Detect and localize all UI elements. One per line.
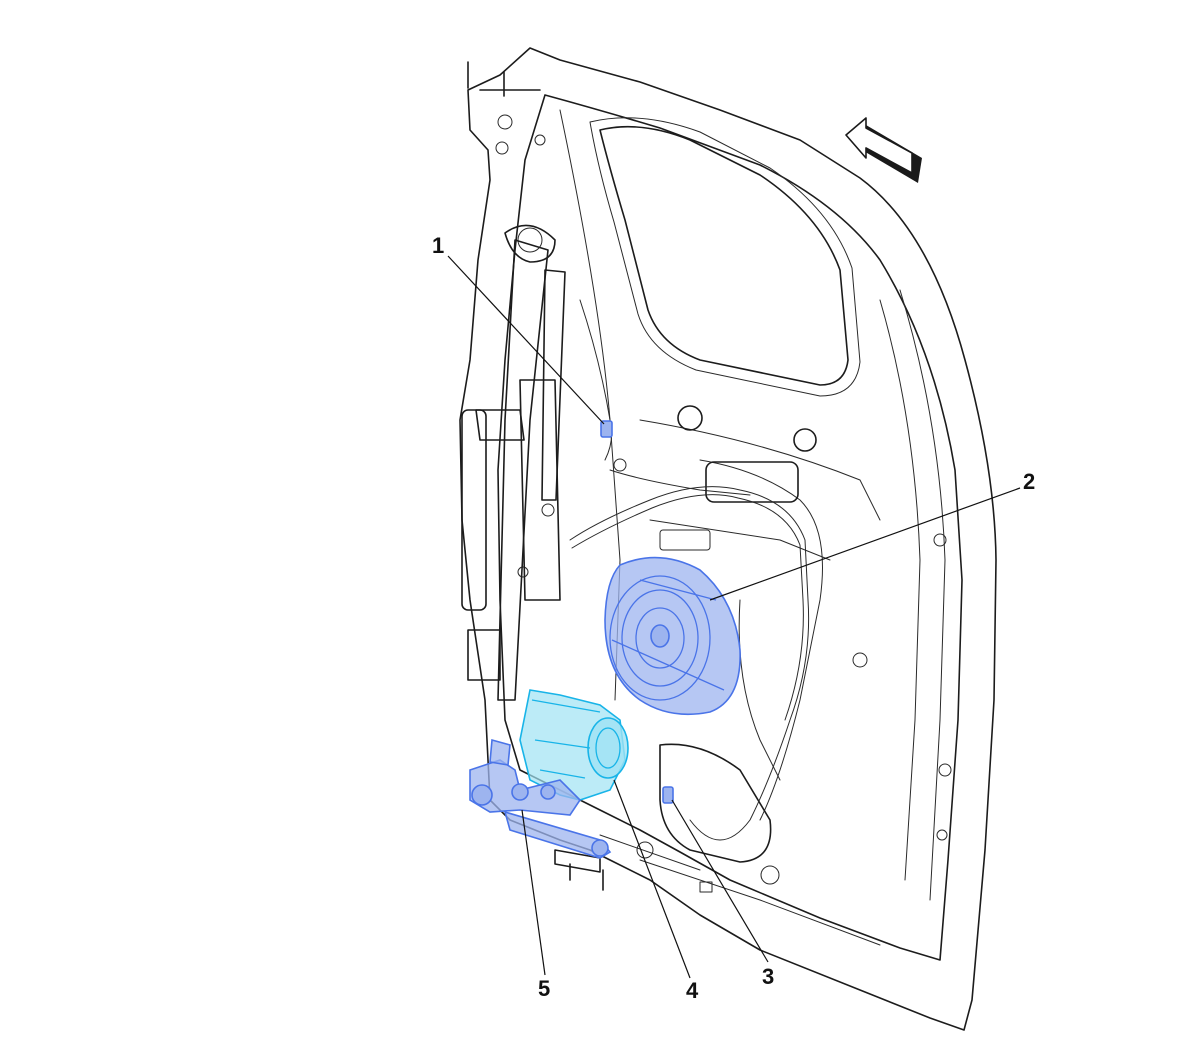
component-4-regulator-motor xyxy=(519,689,629,801)
callout-2: 2 xyxy=(1023,469,1035,494)
callout-1: 1 xyxy=(432,233,444,258)
callout-5: 5 xyxy=(538,976,550,1001)
leader-line-1 xyxy=(447,255,605,425)
leader-line-4 xyxy=(613,779,691,979)
component-1-clip xyxy=(600,420,613,438)
component-2-speaker xyxy=(604,556,741,716)
leader-line-2 xyxy=(709,487,1021,601)
callouts: 1 2 3 4 5 xyxy=(432,233,1035,1003)
callout-3: 3 xyxy=(762,964,774,989)
component-3-clip xyxy=(662,786,674,804)
front-direction-arrow-icon xyxy=(845,117,922,183)
callout-4: 4 xyxy=(686,978,699,1003)
leader-lines xyxy=(447,255,1021,979)
door-panel xyxy=(459,47,997,1031)
leader-line-5 xyxy=(521,809,546,976)
seat-belt xyxy=(461,224,566,701)
wiring-harness xyxy=(569,299,810,841)
component-5-regulator-bracket xyxy=(469,738,612,859)
leader-line-3 xyxy=(671,799,769,963)
